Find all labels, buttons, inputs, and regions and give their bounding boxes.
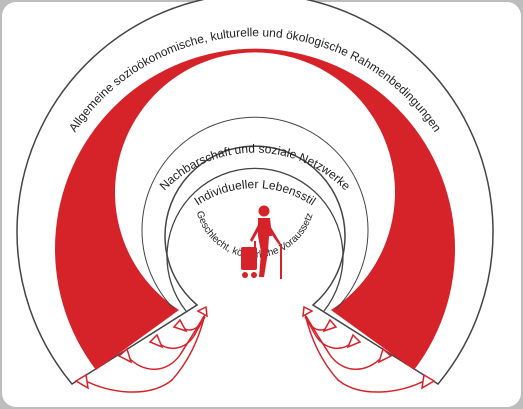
- core-circle: [166, 167, 344, 312]
- elderly-person-with-cane-and-trolley-icon: [241, 205, 282, 279]
- curved-arrow-icon: [304, 316, 355, 350]
- curved-arrow-icon: [304, 313, 427, 393]
- curved-arrow-icon: [155, 316, 206, 350]
- influence-arrows-right: [302, 305, 436, 393]
- layer-separator-ring: [141, 116, 369, 310]
- influence-arrows-left: [74, 305, 208, 393]
- curved-arrow-icon: [83, 313, 206, 393]
- layer-red-band: [54, 48, 456, 371]
